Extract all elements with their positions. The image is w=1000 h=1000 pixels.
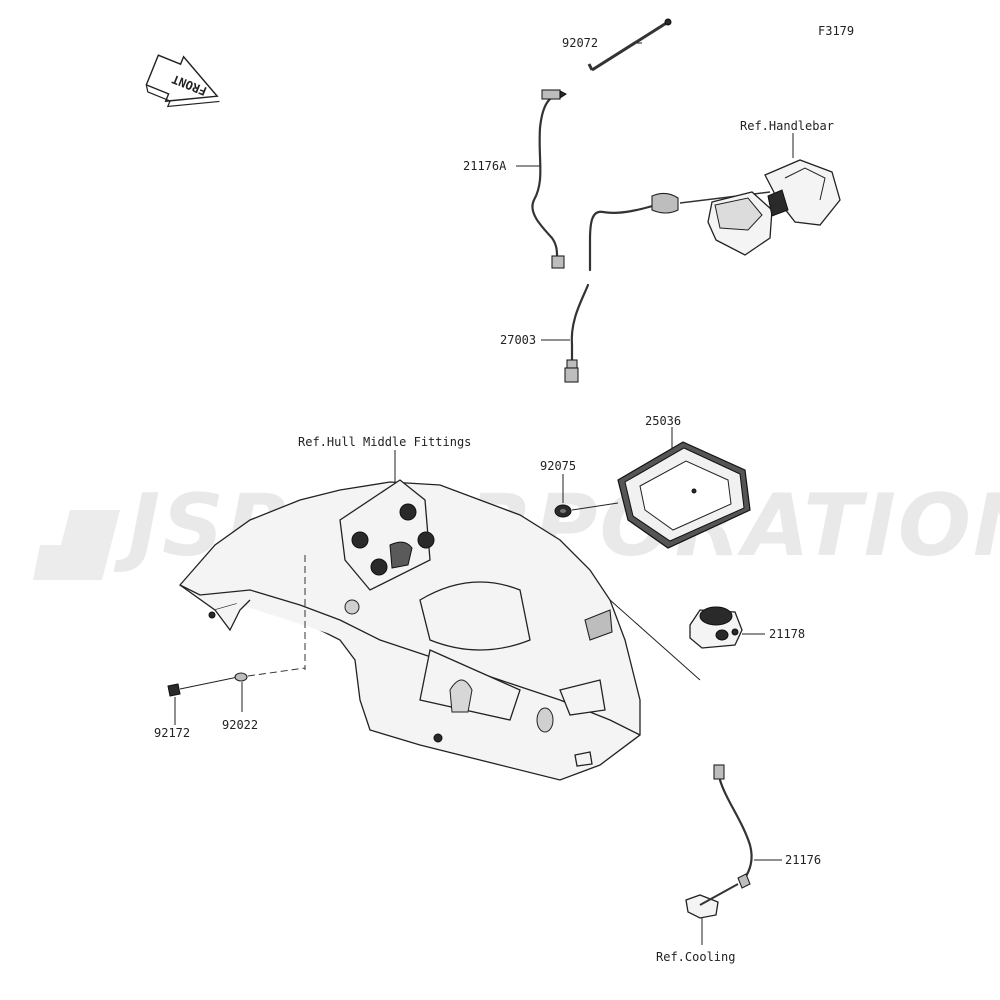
part-number-27003: 27003: [500, 333, 536, 347]
figure-code: F3179: [818, 24, 854, 38]
ref-hull-middle-fittings: Ref.Hull Middle Fittings: [298, 435, 471, 449]
meter-25036: [617, 427, 751, 549]
cable-tie-92072: [587, 18, 672, 72]
hull-middle-fittings: [179, 450, 641, 781]
harness-27003: [541, 283, 590, 383]
ref-cooling: Ref.Cooling: [656, 950, 735, 964]
ref-handlebar: Ref.Handlebar: [740, 119, 834, 133]
handlebar-switch-assembly: [588, 133, 841, 272]
bolt-92172: [167, 676, 239, 725]
part-number-92072: 92072: [562, 36, 598, 50]
grommet-92075: [554, 474, 619, 518]
sensor-21176: [685, 764, 782, 945]
part-number-21176: 21176: [785, 853, 821, 867]
sensor-lead-21176A: [516, 89, 567, 269]
part-number-25036: 25036: [645, 414, 681, 428]
washer-92022: [234, 667, 306, 712]
switch-21178: [609, 599, 765, 681]
part-number-92172: 92172: [154, 726, 190, 740]
part-number-92022: 92022: [222, 718, 258, 732]
front-arrow-icon: FRONT: [145, 54, 220, 108]
part-number-21176A: 21176A: [463, 159, 507, 173]
part-number-21178: 21178: [769, 627, 805, 641]
part-number-92075: 92075: [540, 459, 576, 473]
